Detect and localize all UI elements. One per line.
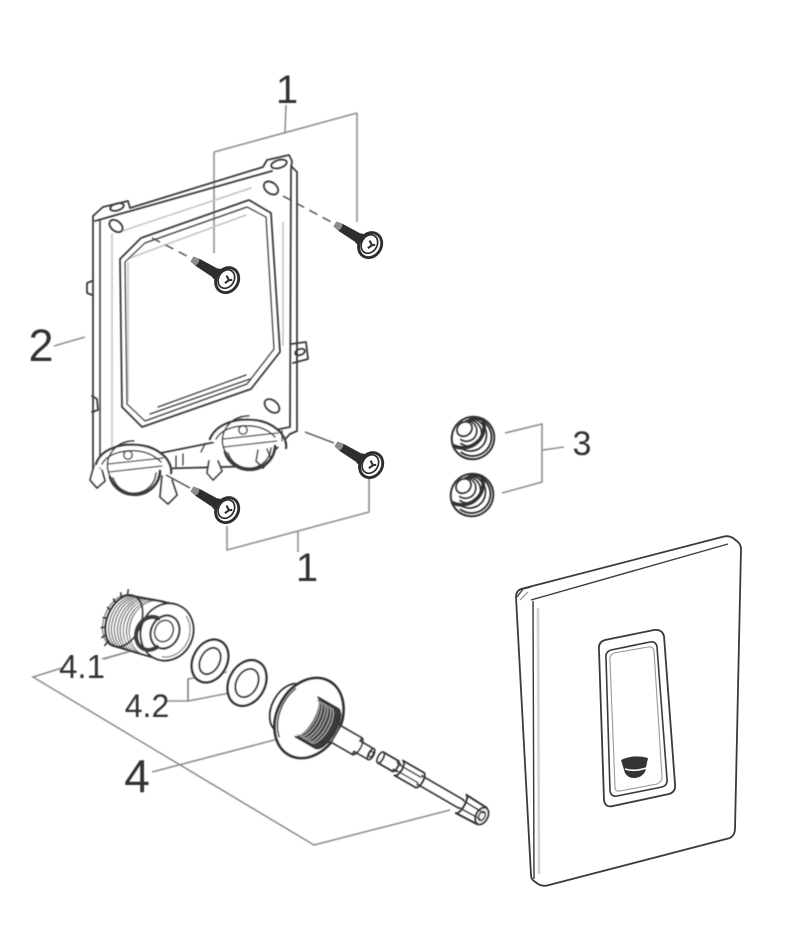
svg-text:4.1: 4.1 bbox=[59, 648, 105, 685]
svg-text:4.2: 4.2 bbox=[125, 688, 169, 724]
svg-text:1: 1 bbox=[276, 68, 298, 112]
svg-text:2: 2 bbox=[28, 320, 53, 371]
svg-text:1: 1 bbox=[296, 546, 318, 590]
svg-text:3: 3 bbox=[573, 425, 592, 463]
svg-text:4: 4 bbox=[124, 750, 150, 802]
